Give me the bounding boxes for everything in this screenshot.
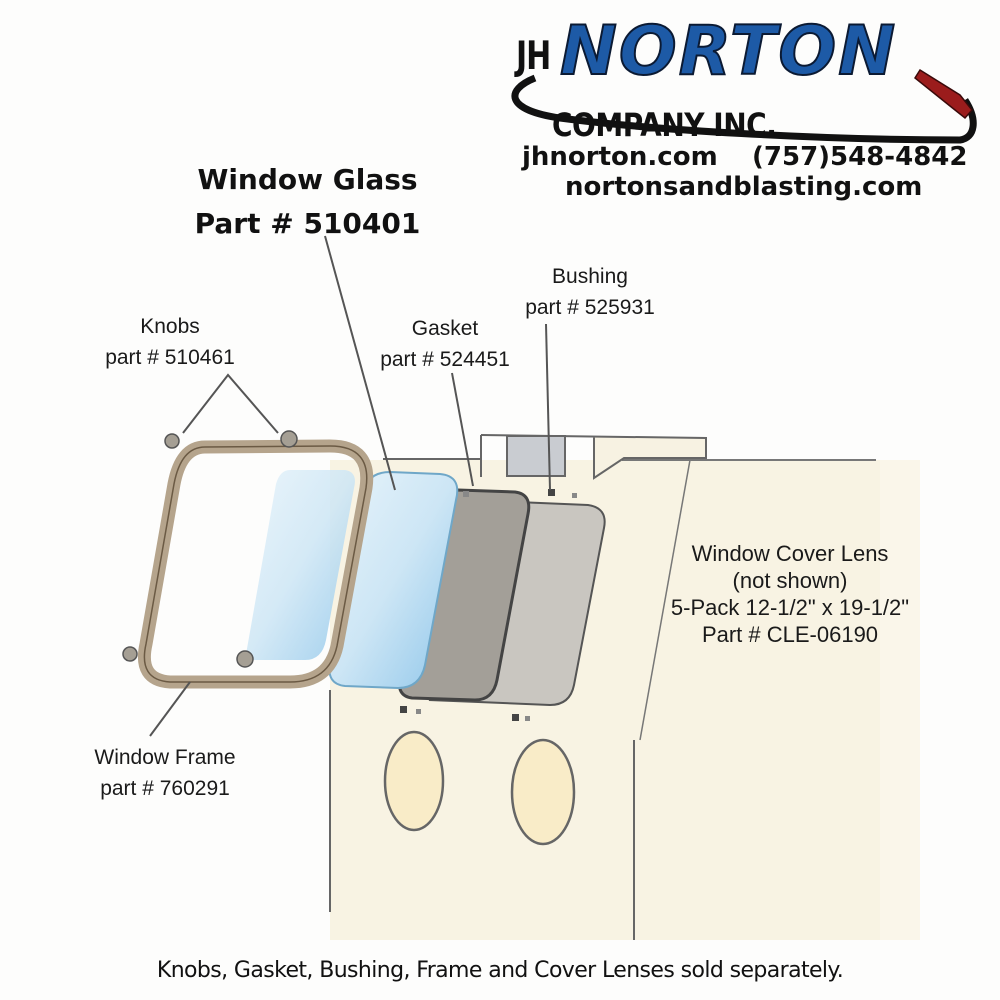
phone-number[interactable]: (757)548-4842 [752, 142, 968, 172]
window-glass-part-number: Part # 510401 [194, 207, 421, 240]
bushing-label: Bushing part # 525931 [510, 261, 670, 323]
bushing-part: part # 525931 [525, 296, 655, 319]
hose-swoosh-icon [511, 68, 977, 144]
cover-lens-label: Window Cover Lens (not shown) 5-Pack 12-… [640, 540, 940, 648]
bushing-part [506, 435, 566, 477]
gasket-label: Gasket part # 524451 [365, 313, 525, 375]
glove-port-left [383, 730, 445, 832]
logo-norton: NORTON [559, 12, 898, 91]
window-glass-title: Window Glass Part # 510401 [190, 158, 425, 246]
logo-jh: JH [516, 34, 551, 80]
footer-note: Knobs, Gasket, Bushing, Frame and Cover … [156, 958, 844, 983]
lens-note: (not shown) [732, 568, 848, 593]
lens-pack: 5-Pack 12-1/2" x 19-1/2" [670, 595, 910, 620]
website-link[interactable]: jhnorton.com [522, 142, 718, 172]
knob-icons [122, 430, 298, 668]
glove-port-right [510, 738, 576, 846]
knobs-name: Knobs [140, 315, 200, 338]
bushing-name: Bushing [552, 265, 628, 288]
frame-part: part # 760291 [100, 777, 230, 800]
knobs-part: part # 510461 [105, 346, 235, 369]
lens-part: Part # CLE-06190 [701, 622, 879, 647]
logo-company: COMPANY INC. [552, 106, 777, 144]
window-frame-label: Window Frame part # 760291 [70, 742, 260, 804]
lens-name: Window Cover Lens [691, 541, 889, 566]
leader-lines [149, 235, 551, 737]
window-glass-name: Window Glass [197, 163, 418, 196]
gasket-part: part # 524451 [380, 348, 510, 371]
gasket-name: Gasket [411, 317, 479, 340]
knobs-label: Knobs part # 510461 [90, 311, 250, 373]
frame-name: Window Frame [94, 746, 236, 769]
website2-link[interactable]: nortonsandblasting.com [565, 172, 923, 202]
